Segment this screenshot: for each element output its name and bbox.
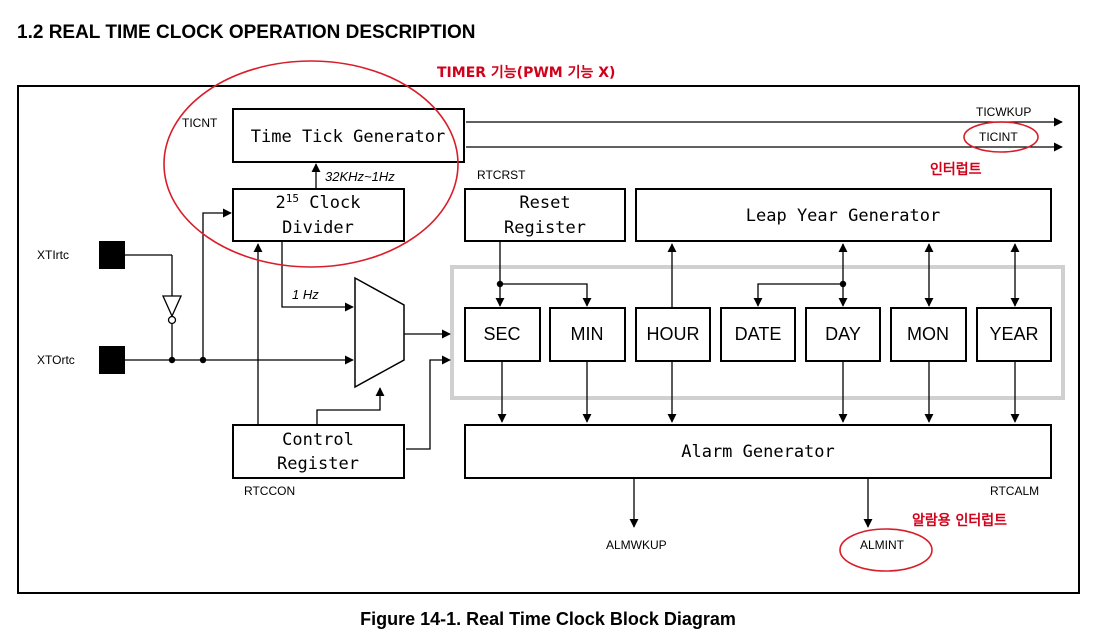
- mon-register-box: [890, 307, 967, 362]
- date-register-box: [720, 307, 796, 362]
- timer-annotation-ellipse: [163, 60, 459, 268]
- control-register-box: [232, 424, 405, 479]
- sec-register-label: SEC: [483, 324, 520, 344]
- day-register-label: DAY: [825, 324, 861, 344]
- reset-register-box: [464, 188, 626, 242]
- osc-to-divider-wire: [202, 208, 232, 360]
- inverter-symbol: [161, 295, 183, 318]
- rtcalm-label: RTCALM: [990, 484, 1039, 498]
- clock-divider-base: 2: [276, 193, 286, 213]
- clock-divider-label-line2: Divider: [282, 218, 354, 238]
- diagram-frame: [17, 85, 1080, 594]
- one-hz-label: 1 Hz: [292, 287, 319, 302]
- rtccon-label: RTCCON: [244, 484, 295, 498]
- date-register-label: DATE: [735, 324, 782, 344]
- ticwkup-label: TICWKUP: [976, 105, 1031, 119]
- leap-to-date-wire: [753, 283, 843, 307]
- time-tick-generator-box: [232, 108, 465, 163]
- section-title: 1.2 REAL TIME CLOCK OPERATION DESCRIPTIO…: [17, 22, 476, 43]
- hour-register-box: [635, 307, 711, 362]
- rtcrst-label: RTCRST: [477, 168, 526, 182]
- day-register-box: [805, 307, 881, 362]
- almwkup-label: ALMWKUP: [606, 538, 667, 552]
- sec-register-box: [464, 307, 541, 362]
- one-hz-to-mux-wire: [281, 242, 354, 312]
- almint-annotation-text: 알람용 인터럽트: [912, 512, 1007, 529]
- junction-dot: [496, 280, 504, 288]
- reset-register-label-line1: Reset: [519, 193, 570, 213]
- year-register-box: [976, 307, 1052, 362]
- clock-divider-box: [232, 188, 405, 242]
- ticint-annotation-text: 인터럽트: [930, 161, 982, 178]
- inverter-bubble: [167, 315, 177, 325]
- hour-register-label: HOUR: [647, 324, 700, 344]
- figure-caption: Figure 14-1. Real Time Clock Block Diagr…: [360, 609, 736, 629]
- clock-divider-label-line1: 215 Clock: [276, 192, 361, 213]
- xtirtc-pin: [99, 241, 125, 269]
- year-register-label: YEAR: [989, 324, 1038, 344]
- control-to-registers-wire: [406, 355, 451, 450]
- min-register-box: [549, 307, 626, 362]
- control-register-label-line2: Register: [277, 454, 359, 474]
- junction-dot: [839, 280, 847, 288]
- leap-year-generator-box: [635, 188, 1052, 242]
- junction-dot: [168, 356, 176, 364]
- clock-divider-label-rest: Clock: [299, 193, 360, 213]
- alarm-generator-label: Alarm Generator: [681, 442, 835, 462]
- xtirtc-label: XTIrtc: [37, 248, 69, 262]
- freq-range-label: 32KHz~1Hz: [325, 169, 395, 184]
- almint-label: ALMINT: [860, 538, 905, 552]
- xtortc-pin: [99, 346, 125, 374]
- ticint-annotation-ellipse: [963, 121, 1039, 153]
- control-register-label-line1: Control: [282, 430, 354, 450]
- reset-to-min-wire: [500, 283, 592, 307]
- xtortc-label: XTOrtc: [37, 353, 75, 367]
- time-tick-generator-label: Time Tick Generator: [251, 127, 445, 147]
- clock-divider-exponent: 15: [286, 192, 299, 205]
- mon-register-label: MON: [907, 324, 949, 344]
- almint-annotation-ellipse: [839, 528, 933, 572]
- control-to-mux-select-wire: [316, 387, 385, 424]
- ticint-label: TICINT: [979, 130, 1018, 144]
- reset-register-label-line2: Register: [504, 218, 586, 238]
- alarm-generator-box: [464, 424, 1052, 479]
- ticnt-label: TICNT: [182, 116, 218, 130]
- leap-year-generator-label: Leap Year Generator: [746, 206, 940, 226]
- clock-select-mux: [354, 276, 405, 389]
- min-register-label: MIN: [571, 324, 604, 344]
- time-register-group-frame: [450, 265, 1065, 400]
- timer-annotation-text: TIMER 기능(PWM 기능 X): [437, 65, 615, 81]
